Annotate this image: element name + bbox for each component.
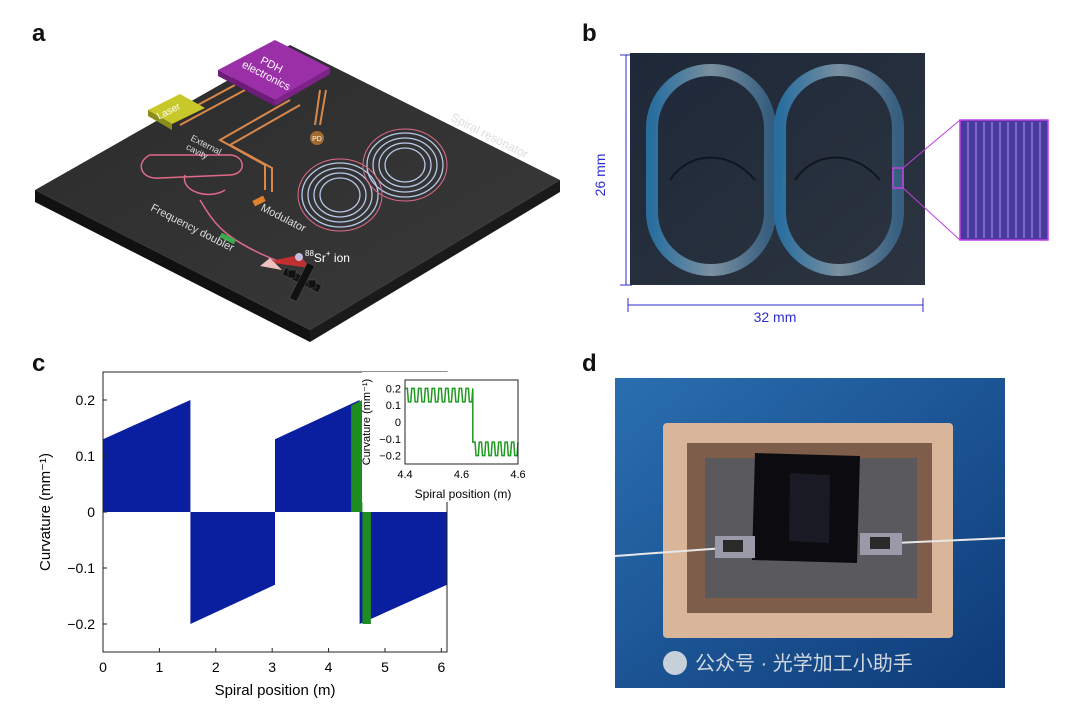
panel-a-illustration: PDHelectronics Laser PD Externalcavity S… — [35, 40, 560, 342]
inset-y-tick-label: 0 — [395, 417, 401, 429]
y-tick-label: 0.2 — [76, 392, 96, 408]
inset-y-tick-label: 0.1 — [386, 400, 401, 412]
y-tick-label: −0.2 — [67, 616, 95, 632]
x-tick-label: 1 — [155, 659, 163, 675]
wechat-icon — [663, 651, 687, 675]
inset-x-tick-label: 4.4 — [397, 469, 412, 481]
external-cavity — [140, 154, 243, 196]
modulator-block — [252, 195, 266, 207]
inset-x-tick-label: 4.6 — [510, 469, 525, 481]
curvature-band-2 — [275, 400, 360, 512]
panel-letter-d: d — [582, 350, 597, 377]
ion-label: 88Sr+ ion — [305, 249, 350, 265]
pdh-box — [218, 40, 330, 100]
optical-fiber-left — [615, 547, 726, 557]
optical-fiber-right — [894, 537, 1005, 544]
inset-background — [362, 372, 538, 502]
inset-x-tick-label: 4.6 — [454, 469, 469, 481]
inset-y-tick-label: −0.2 — [379, 451, 401, 463]
x-tick-label: 2 — [212, 659, 220, 675]
inset-x-axis-label: Spiral position (m) — [415, 487, 512, 501]
panel-b-photo: 26 mm 32 mm — [592, 53, 1049, 325]
inset-frame — [404, 379, 519, 465]
inset-y-tick-label: −0.1 — [379, 434, 401, 446]
sr-ion — [295, 253, 303, 261]
y-tick-label: 0 — [87, 504, 95, 520]
zoom-inset — [959, 119, 1049, 241]
x-tick-label: 0 — [99, 659, 107, 675]
x-tick-label: 6 — [437, 659, 445, 675]
chip-side-left — [35, 190, 310, 342]
panel-letter-b: b — [582, 20, 597, 47]
watermark-text: 公众号 · 光学加工小助手 — [695, 652, 913, 675]
pd-detector — [310, 131, 324, 145]
zoom-inset-stripes — [967, 122, 1041, 238]
y-tick-label: −0.1 — [67, 560, 95, 576]
pd-label: PD — [312, 136, 322, 143]
height-scale-label: 26 mm — [592, 154, 608, 197]
panel-d-photo: 公众号 · 光学加工小助手 — [615, 378, 1005, 688]
x-tick-label: 4 — [325, 659, 333, 675]
x-tick-label: 5 — [381, 659, 389, 675]
inset-y-axis-label: Curvature (mm⁻¹) — [361, 379, 373, 465]
frequency-doubler — [199, 199, 281, 263]
highlight-band-positive — [351, 400, 363, 512]
y-axis-label: Curvature (mm⁻¹) — [37, 453, 54, 571]
panel-letter-a: a — [32, 20, 46, 47]
spiral-loops — [646, 64, 904, 276]
spiral-resonator — [301, 132, 444, 228]
chip-side-right — [310, 180, 560, 342]
x-axis-label: Spiral position (m) — [215, 682, 336, 699]
inset-y-tick-label: 0.2 — [386, 383, 401, 395]
x-tick-label: 3 — [268, 659, 276, 675]
inset-curvature-line — [405, 387, 519, 457]
width-scale-label: 32 mm — [754, 309, 797, 325]
highlight-band-negative — [362, 512, 371, 624]
ion-trap-electrodes — [282, 262, 322, 302]
zoom-marker — [892, 167, 904, 189]
panel-letter-c: c — [32, 350, 46, 377]
curvature-band-1 — [190, 512, 275, 624]
curvature-band-0 — [103, 400, 191, 512]
laser-box — [148, 94, 205, 124]
y-tick-label: 0.1 — [76, 448, 96, 464]
panel-c-chart: Curvature (mm⁻¹) Spiral position (m) 0.2… — [37, 371, 538, 699]
curvature-band-3 — [359, 512, 447, 624]
